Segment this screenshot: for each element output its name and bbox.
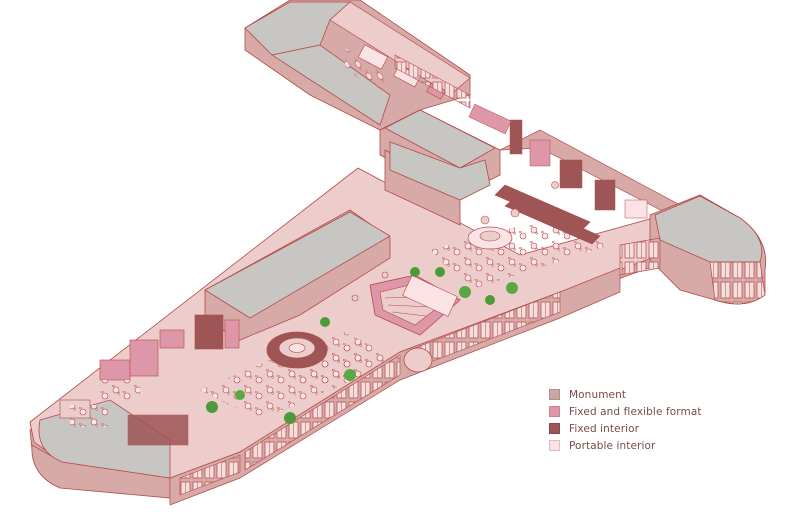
legend-swatch bbox=[549, 406, 560, 417]
legend-label: Fixed interior bbox=[569, 422, 640, 435]
legend-swatch bbox=[549, 440, 560, 451]
tiered-seating bbox=[369, 274, 461, 336]
legend-item-fixed-interior: Fixed interior bbox=[549, 420, 702, 437]
north-wing bbox=[244, 0, 471, 131]
monument-tower bbox=[379, 109, 501, 226]
round-booth bbox=[266, 331, 328, 369]
legend-label: Fixed and flexible format bbox=[569, 405, 702, 418]
plants bbox=[206, 267, 518, 424]
legend-swatch bbox=[549, 423, 560, 434]
dining-area bbox=[200, 215, 610, 420]
legend-label: Monument bbox=[569, 388, 627, 401]
front-facade bbox=[169, 267, 621, 506]
columns bbox=[351, 181, 559, 302]
round-table-cluster bbox=[467, 226, 513, 250]
legend-swatch bbox=[549, 389, 560, 400]
legend: Monument Fixed and flexible format Fixed… bbox=[549, 386, 702, 454]
legend-item-fixed-flexible: Fixed and flexible format bbox=[549, 403, 702, 420]
legend-item-portable-interior: Portable interior bbox=[549, 437, 702, 454]
communal-tables bbox=[494, 184, 601, 245]
south-rooms bbox=[59, 314, 240, 446]
east-wing bbox=[468, 103, 767, 305]
legend-item-monument: Monument bbox=[549, 386, 702, 403]
legend-label: Portable interior bbox=[569, 439, 656, 452]
